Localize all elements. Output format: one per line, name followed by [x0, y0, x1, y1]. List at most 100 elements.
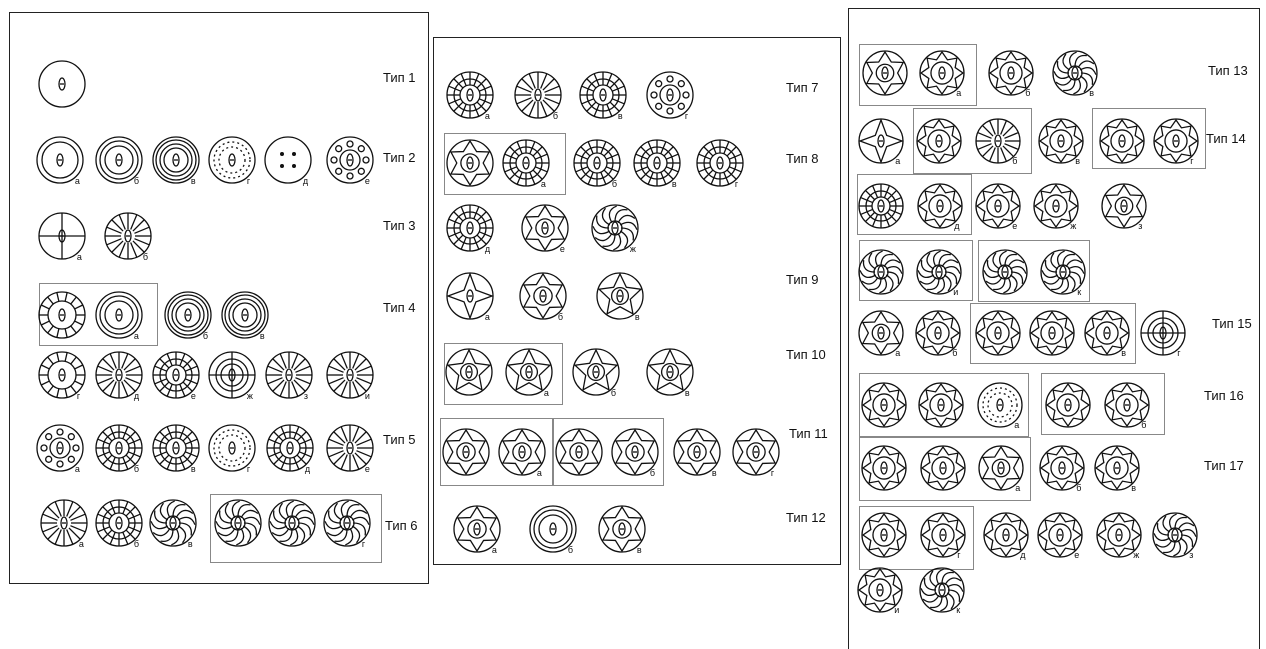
- variant-letter: е: [1012, 222, 1017, 231]
- variant-letter: ж: [247, 392, 253, 401]
- variant-letter: а: [544, 389, 549, 398]
- variant-letter: а: [75, 177, 80, 186]
- type-label: Тип 4: [383, 300, 416, 315]
- type-label: Тип 8: [786, 151, 819, 166]
- button-drawing: [918, 382, 964, 428]
- variant-letter: б: [143, 253, 148, 262]
- variant-letter: в: [1121, 349, 1126, 358]
- button-drawing: [1029, 310, 1075, 356]
- variant-letter: к: [1077, 288, 1081, 297]
- variant-letter: а: [1015, 484, 1020, 493]
- variant-letter: в: [712, 469, 717, 478]
- variant-letter: з: [304, 392, 308, 401]
- variant-letter: г: [957, 551, 960, 560]
- variant-letter: а: [537, 469, 542, 478]
- type-label: Тип 17: [1204, 458, 1244, 473]
- type-label: Тип 5: [383, 432, 416, 447]
- variant-letter: г: [735, 180, 738, 189]
- variant-letter: е: [191, 392, 196, 401]
- button-drawing: [445, 348, 493, 396]
- variant-letter: а: [77, 253, 82, 262]
- variant-letter: г: [1190, 157, 1193, 166]
- button-drawing: [861, 445, 907, 491]
- variant-letter: в: [260, 332, 265, 341]
- variant-letter: а: [492, 546, 497, 555]
- variant-letter: а: [956, 89, 961, 98]
- variant-letter: б: [1076, 484, 1081, 493]
- type-label: Тип 12: [786, 510, 826, 525]
- variant-letter: а: [79, 540, 84, 549]
- button-drawing: [861, 512, 907, 558]
- variant-letter: г: [77, 392, 80, 401]
- variant-letter: в: [191, 465, 196, 474]
- variant-letter: е: [560, 245, 565, 254]
- variant-letter: а: [895, 349, 900, 358]
- variant-letter: ж: [630, 245, 636, 254]
- variant-letter: б: [134, 177, 139, 186]
- variant-letter: а: [485, 112, 490, 121]
- variant-letter: в: [191, 177, 196, 186]
- variant-letter: г: [1177, 349, 1180, 358]
- variant-letter: з: [1138, 222, 1142, 231]
- variant-letter: д: [134, 392, 139, 401]
- variant-letter: б: [611, 389, 616, 398]
- type-label: Тип 1: [383, 70, 416, 85]
- button-drawing: [1045, 382, 1091, 428]
- variant-letter: б: [558, 313, 563, 322]
- button-drawing: [920, 445, 966, 491]
- button-drawing: [858, 249, 904, 295]
- variant-letter: а: [134, 332, 139, 341]
- variant-letter: з: [1189, 551, 1193, 560]
- button-drawing: [861, 382, 907, 428]
- variant-letter: к: [956, 606, 960, 615]
- button-drawing: [446, 139, 494, 187]
- variant-letter: б: [134, 540, 139, 549]
- variant-letter: ж: [1070, 222, 1076, 231]
- button-drawing: [214, 499, 262, 547]
- variant-letter: и: [894, 606, 899, 615]
- variant-letter: в: [188, 540, 193, 549]
- variant-letter: б: [1141, 421, 1146, 430]
- variant-letter: а: [895, 157, 900, 166]
- variant-letter: д: [954, 222, 959, 231]
- variant-letter: а: [541, 180, 546, 189]
- type-label: Тип 14: [1206, 131, 1246, 146]
- variant-letter: г: [685, 112, 688, 121]
- variant-letter: д: [1020, 551, 1025, 560]
- variant-letter: ж: [1133, 551, 1139, 560]
- variant-letter: б: [612, 180, 617, 189]
- type-label: Тип 10: [786, 347, 826, 362]
- button-drawing: [916, 118, 962, 164]
- variant-letter: и: [365, 392, 370, 401]
- button-drawing: [442, 428, 490, 476]
- variant-letter: г: [247, 177, 250, 186]
- variant-letter: б: [203, 332, 208, 341]
- variant-letter: д: [485, 245, 490, 254]
- variant-letter: в: [637, 546, 642, 555]
- variant-letter: в: [635, 313, 640, 322]
- button-drawing: [1099, 118, 1145, 164]
- button-drawing: [555, 428, 603, 476]
- button-drawing: [975, 310, 1021, 356]
- variant-letter: б: [1025, 89, 1030, 98]
- variant-letter: в: [1089, 89, 1094, 98]
- variant-letter: е: [365, 465, 370, 474]
- variant-letter: б: [134, 465, 139, 474]
- variant-letter: в: [618, 112, 623, 121]
- variant-letter: д: [303, 177, 308, 186]
- variant-letter: а: [75, 465, 80, 474]
- type-label: Тип 13: [1208, 63, 1248, 78]
- type-label: Тип 3: [383, 218, 416, 233]
- variant-letter: и: [953, 288, 958, 297]
- variant-letter: а: [485, 313, 490, 322]
- type-label: Тип 7: [786, 80, 819, 95]
- type-label: Тип 16: [1204, 388, 1244, 403]
- button-drawing: [38, 291, 86, 339]
- variant-letter: б: [952, 349, 957, 358]
- variant-letter: в: [1131, 484, 1136, 493]
- button-drawing: [38, 60, 86, 108]
- type-label: Тип 11: [789, 426, 828, 441]
- variant-letter: г: [362, 540, 365, 549]
- type-label: Тип 2: [383, 150, 416, 165]
- variant-letter: е: [365, 177, 370, 186]
